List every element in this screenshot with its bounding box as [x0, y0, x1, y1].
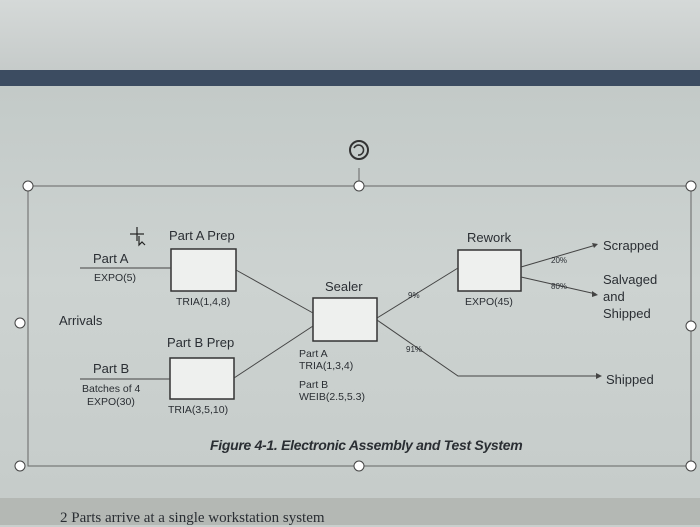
background-top — [0, 0, 700, 70]
part-a-prep-title: Part A Prep — [169, 228, 235, 243]
rework-box[interactable] — [457, 249, 522, 292]
sealer-part-b-dist: WEIB(2.5,5.3) — [299, 391, 365, 403]
sealer-part-a-dist: TRIA(1,3,4) — [299, 360, 354, 372]
part-a-prep-box[interactable] — [170, 248, 237, 292]
sealer-to-shipped-line — [376, 319, 598, 377]
sealer-box[interactable] — [312, 297, 378, 342]
rework-dist: EXPO(45) — [465, 296, 513, 308]
part-b-prep-box[interactable] — [169, 357, 235, 400]
move-cursor-icon — [130, 227, 146, 247]
sealer-part-a-label: Part A — [299, 348, 328, 360]
part-b-to-sealer-line — [233, 325, 314, 379]
resize-handle-top-right[interactable] — [685, 180, 697, 192]
pct-to-rework: 9% — [408, 291, 420, 300]
resize-handle-bottom-left[interactable] — [14, 460, 26, 472]
part-b-arrival-dist: EXPO(30) — [87, 396, 135, 408]
resize-handle-middle-left[interactable] — [14, 317, 26, 329]
pct-salvaged: 80% — [551, 282, 568, 291]
resize-handle-bottom-center[interactable] — [353, 460, 365, 472]
resize-handle-middle-right[interactable] — [685, 320, 697, 332]
pct-scrapped: 20% — [551, 256, 568, 265]
resize-handle-top-center[interactable] — [353, 180, 365, 192]
part-a-to-sealer-line — [235, 269, 314, 314]
rework-to-salvaged-line — [520, 276, 597, 295]
resize-handle-top-left[interactable] — [22, 180, 34, 192]
outcome-salvaged-line3: Shipped — [603, 306, 651, 321]
shipped-arrowhead — [596, 373, 602, 379]
outcome-shipped: Shipped — [606, 372, 654, 387]
rework-title: Rework — [467, 230, 512, 245]
outcome-scrapped: Scrapped — [603, 238, 659, 253]
scrapped-arrowhead — [592, 243, 598, 248]
outcome-salvaged-line1: Salvaged — [603, 272, 658, 287]
page-bottom-strip — [0, 498, 700, 525]
sealer-part-b-label: Part B — [299, 379, 329, 391]
sealer-title: Sealer — [325, 279, 363, 294]
rework-to-scrapped-line — [520, 244, 597, 268]
rotate-handle[interactable] — [349, 140, 369, 160]
sealer-to-rework-line — [376, 267, 459, 319]
part-b-prep-dist: TRIA(3,5,10) — [168, 404, 229, 416]
toolbar-ribbon — [0, 70, 700, 86]
part-a-prep-dist: TRIA(1,4,8) — [176, 296, 231, 308]
pct-shipped: 91% — [406, 345, 423, 354]
rotate-arrow-icon — [353, 144, 365, 156]
resize-handle-bottom-right[interactable] — [685, 460, 697, 472]
part-a-arrival-dist: EXPO(5) — [94, 272, 137, 284]
part-a-arrival-label: Part A — [93, 251, 129, 266]
part-b-arrival-label: Part B — [93, 361, 130, 376]
part-b-batch-label: Batches of 4 — [82, 383, 141, 395]
arrivals-label: Arrivals — [59, 313, 103, 328]
part-b-prep-title: Part B Prep — [167, 335, 235, 350]
salvaged-arrowhead — [592, 291, 598, 297]
outcome-salvaged-line2: and — [603, 289, 625, 304]
figure-caption: Figure 4-1. Electronic Assembly and Test… — [210, 437, 523, 453]
cut-off-text-line: 2 Parts arrive at a single workstation s… — [60, 510, 325, 526]
